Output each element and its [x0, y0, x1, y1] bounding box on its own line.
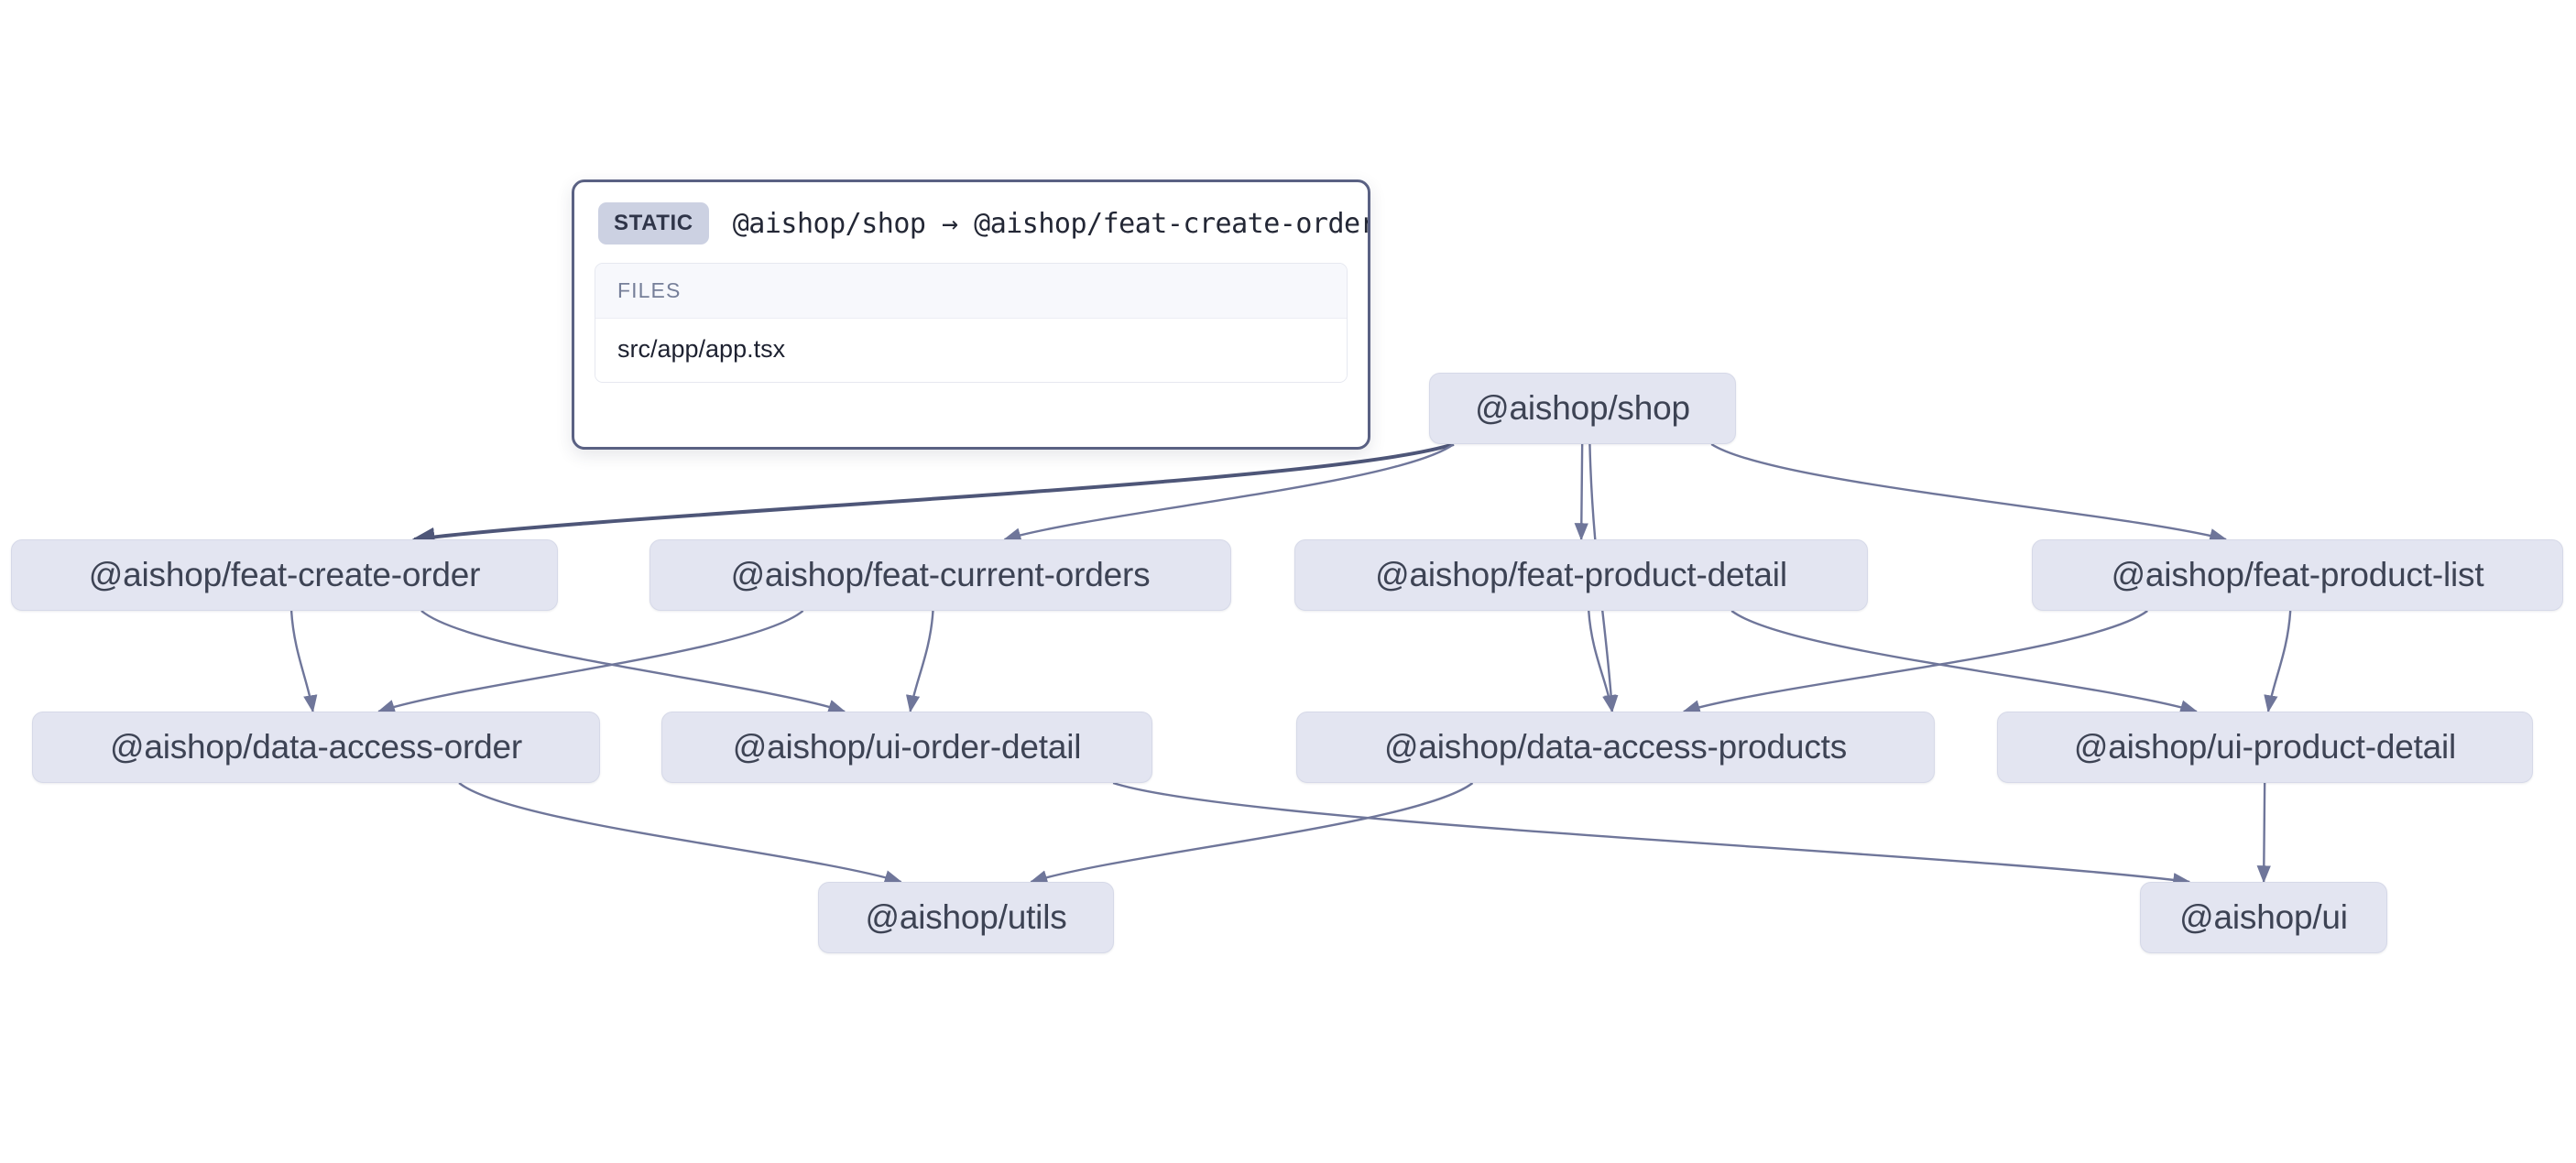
- edge-feat-product-detail-to-data-access-products[interactable]: [1588, 610, 1617, 713]
- edge-detail-tooltip[interactable]: STATIC @aishop/shop → @aishop/feat-creat…: [572, 179, 1370, 450]
- edge-feat-create-order-to-data-access-order[interactable]: [289, 610, 318, 713]
- edge-feat-product-detail-to-ui-product-detail[interactable]: [1730, 610, 2199, 714]
- graph-node-label: @aishop/utils: [865, 898, 1067, 936]
- edge-feat-current-orders-to-data-access-order[interactable]: [377, 610, 804, 713]
- graph-node-label: @aishop/ui-order-detail: [732, 728, 1082, 766]
- graph-node-label: @aishop/ui: [2179, 898, 2348, 936]
- edge-feat-product-list-to-data-access-products[interactable]: [1682, 610, 2148, 714]
- edge-feat-create-order-to-ui-order-detail[interactable]: [420, 610, 846, 713]
- graph-node-ui[interactable]: @aishop/ui: [2140, 882, 2387, 953]
- graph-node-label: @aishop/feat-product-detail: [1375, 556, 1787, 593]
- edge-shop-to-feat-product-detail[interactable]: [1574, 443, 1588, 541]
- tooltip-title: @aishop/shop → @aishop/feat-create-order: [732, 207, 1370, 240]
- edge-feat-product-list-to-ui-product-detail[interactable]: [2264, 610, 2292, 713]
- edge-data-access-order-to-utils[interactable]: [458, 782, 902, 885]
- graph-node-ui-product-detail[interactable]: @aishop/ui-product-detail: [1997, 712, 2533, 783]
- graph-node-label: @aishop/feat-product-list: [2111, 556, 2484, 593]
- edge-ui-order-detail-to-ui[interactable]: [1112, 781, 2191, 887]
- edge-ui-product-detail-to-ui[interactable]: [2256, 782, 2271, 884]
- graph-node-ui-order-detail[interactable]: @aishop/ui-order-detail: [661, 712, 1152, 783]
- graph-node-label: @aishop/shop: [1475, 389, 1690, 427]
- tooltip-files-panel: FILES src/app/app.tsx: [595, 263, 1348, 383]
- graph-node-label: @aishop/data-access-products: [1384, 728, 1847, 766]
- static-badge: STATIC: [598, 202, 709, 245]
- graph-node-label: @aishop/data-access-order: [109, 728, 523, 766]
- graph-node-shop[interactable]: @aishop/shop: [1429, 373, 1736, 444]
- graph-node-data-access-products[interactable]: @aishop/data-access-products: [1296, 712, 1935, 783]
- graph-node-feat-product-detail[interactable]: @aishop/feat-product-detail: [1294, 539, 1868, 611]
- graph-node-feat-current-orders[interactable]: @aishop/feat-current-orders: [649, 539, 1231, 611]
- edge-shop-to-feat-current-orders[interactable]: [1003, 443, 1455, 542]
- file-row[interactable]: src/app/app.tsx: [595, 319, 1347, 382]
- edge-shop-to-feat-product-list[interactable]: [1710, 442, 2228, 543]
- files-section-label: FILES: [595, 264, 1347, 319]
- graph-node-data-access-order[interactable]: @aishop/data-access-order: [32, 712, 600, 783]
- graph-node-label: @aishop/feat-create-order: [88, 556, 481, 593]
- edge-feat-current-orders-to-ui-order-detail[interactable]: [905, 610, 934, 713]
- graph-node-label: @aishop/feat-current-orders: [730, 556, 1151, 593]
- graph-node-utils[interactable]: @aishop/utils: [818, 882, 1114, 953]
- tooltip-header: STATIC @aishop/shop → @aishop/feat-creat…: [574, 182, 1368, 259]
- files-list: src/app/app.tsx: [595, 319, 1347, 382]
- edge-data-access-products-to-utils[interactable]: [1030, 782, 1474, 885]
- edge-shop-to-feat-create-order[interactable]: [411, 442, 1455, 547]
- graph-node-feat-product-list[interactable]: @aishop/feat-product-list: [2032, 539, 2563, 611]
- graph-node-label: @aishop/ui-product-detail: [2073, 728, 2457, 766]
- graph-node-feat-create-order[interactable]: @aishop/feat-create-order: [11, 539, 558, 611]
